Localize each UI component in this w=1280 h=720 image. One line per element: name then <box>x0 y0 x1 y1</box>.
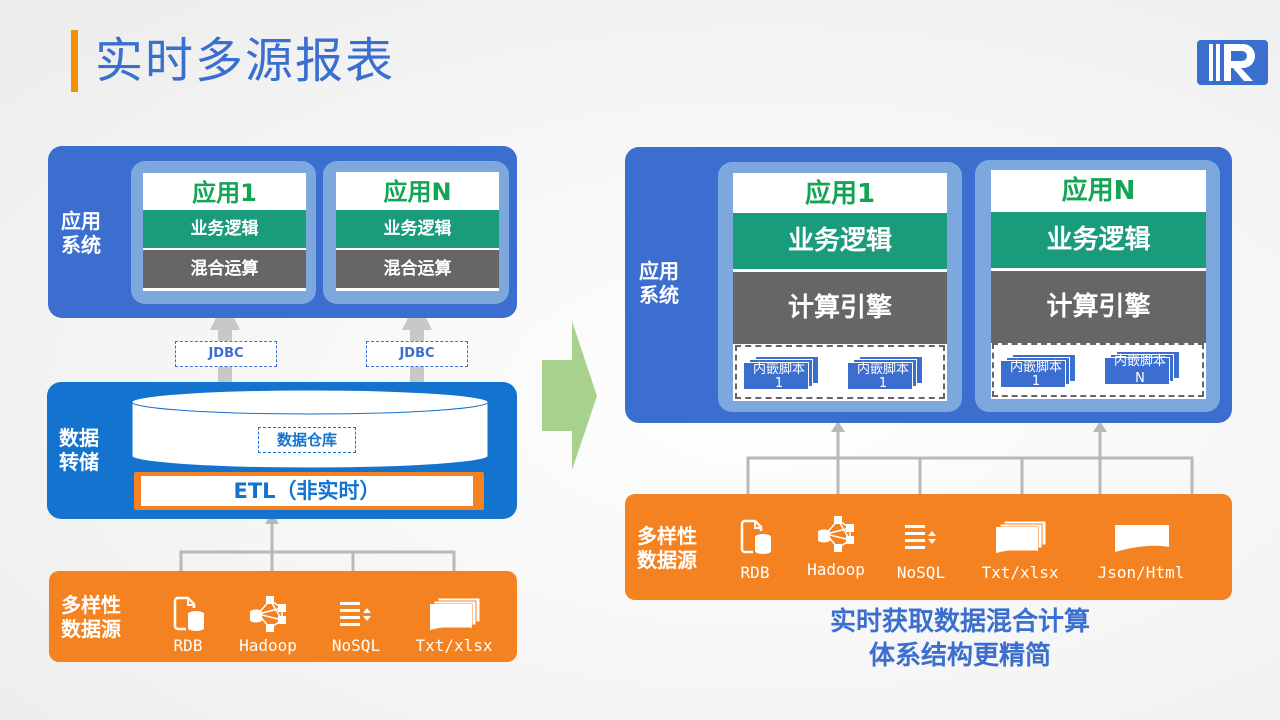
script-name: 内嵌脚本 <box>1113 354 1166 369</box>
source-label: NoSQL <box>331 636 381 655</box>
source-label: Json/Html <box>1097 563 1185 582</box>
left-sources-panel: 多样性 数据源 <box>49 571 517 662</box>
etl-label: ETL（非实时） <box>141 476 473 506</box>
page-title: 实时多源报表 <box>95 33 396 89</box>
business-logic-row: 业务逻辑 <box>336 210 499 248</box>
embedded-script: 内嵌脚本 1 <box>1000 354 1080 389</box>
nosql-icon <box>340 602 371 626</box>
json-html-icon <box>1115 525 1169 552</box>
jdbc-label-1: JDBC <box>175 341 277 367</box>
business-logic-row: 业务逻辑 <box>733 213 947 269</box>
sources-label: 多样性 数据源 <box>61 593 121 641</box>
left-app-card-n: 应用N 业务逻辑 混合运算 <box>323 161 509 304</box>
embedded-script: 内嵌脚本 1 <box>847 356 927 391</box>
right-app-card-n: 应用N 业务逻辑 计算引擎 内嵌脚本 1 内嵌脚本 N <box>975 160 1220 412</box>
source-label: Txt/xlsx <box>981 563 1059 582</box>
jdbc-label-2: JDBC <box>366 341 468 367</box>
right-app-card-1: 应用1 业务逻辑 计算引擎 内嵌脚本 1 内嵌脚本 1 <box>718 162 962 412</box>
app-system-label: 应用 系统 <box>61 209 101 257</box>
source-label: Hadoop <box>807 560 865 579</box>
mixed-compute-row: 混合运算 <box>336 250 499 288</box>
source-label: RDB <box>740 563 770 582</box>
script-name: 内嵌脚本 <box>856 362 909 377</box>
txt-xlsx-icon <box>429 597 481 630</box>
caption-line-2: 体系结构更精简 <box>868 641 1051 671</box>
compute-engine-row: 计算引擎 <box>991 271 1206 343</box>
storage-label: 数据 转储 <box>59 426 99 474</box>
app-system-label: 应用 系统 <box>639 259 679 307</box>
rdb-icon <box>173 596 204 631</box>
source-json-html: Json/Html <box>1082 519 1200 582</box>
data-warehouse-label: 数据仓库 <box>258 427 356 453</box>
nosql-icon <box>905 525 936 549</box>
source-label: Txt/xlsx <box>415 636 493 655</box>
script-name: 内嵌脚本 <box>752 362 805 377</box>
script-num: N <box>1135 371 1145 386</box>
source-label: NoSQL <box>896 563 946 582</box>
title-accent-bar <box>71 30 78 92</box>
app-name: 应用N <box>1061 176 1136 206</box>
embedded-scripts-box: 内嵌脚本 1 内嵌脚本 N <box>992 343 1204 397</box>
app-name: 应用1 <box>804 179 876 209</box>
business-logic-row: 业务逻辑 <box>143 210 306 248</box>
script-num: 1 <box>1031 374 1041 389</box>
source-nosql: NoSQL <box>890 519 952 582</box>
source-txt-xlsx: Txt/xlsx <box>406 596 502 655</box>
raqsoft-r-logo-icon <box>1197 40 1268 85</box>
source-hadoop: Hadoop <box>800 516 872 579</box>
source-rdb: RDB <box>728 519 782 582</box>
app-name: 应用1 <box>192 179 257 207</box>
source-nosql: NoSQL <box>325 596 387 655</box>
source-label: Hadoop <box>239 636 297 655</box>
etl-box: ETL（非实时） <box>134 472 484 510</box>
compute-engine-row: 计算引擎 <box>733 272 947 344</box>
arrow-right-icon <box>542 321 597 470</box>
embedded-scripts-box: 内嵌脚本 1 内嵌脚本 1 <box>735 345 945 399</box>
left-app-card-1: 应用1 业务逻辑 混合运算 <box>131 161 316 304</box>
txt-xlsx-icon <box>995 520 1047 553</box>
script-num: 1 <box>878 376 888 391</box>
source-rdb: RDB <box>160 596 216 655</box>
source-txt-xlsx: Txt/xlsx <box>970 519 1070 582</box>
hadoop-icon <box>250 596 286 632</box>
mixed-compute-row: 混合运算 <box>143 250 306 288</box>
caption: 实时获取数据混合计算 体系结构更精简 <box>740 605 1180 673</box>
hadoop-icon <box>818 516 854 552</box>
caption-line-1: 实时获取数据混合计算 <box>829 607 1090 637</box>
rdb-icon <box>740 519 771 554</box>
sources-label: 多样性 数据源 <box>637 524 697 572</box>
embedded-script: 内嵌脚本 1 <box>743 356 823 391</box>
source-hadoop: Hadoop <box>232 596 304 655</box>
script-name: 内嵌脚本 <box>1009 360 1062 375</box>
source-label: RDB <box>173 636 203 655</box>
script-num: 1 <box>774 376 784 391</box>
app-name: 应用N <box>383 178 452 206</box>
embedded-script: 内嵌脚本 N <box>1104 351 1184 386</box>
business-logic-row: 业务逻辑 <box>991 212 1206 268</box>
